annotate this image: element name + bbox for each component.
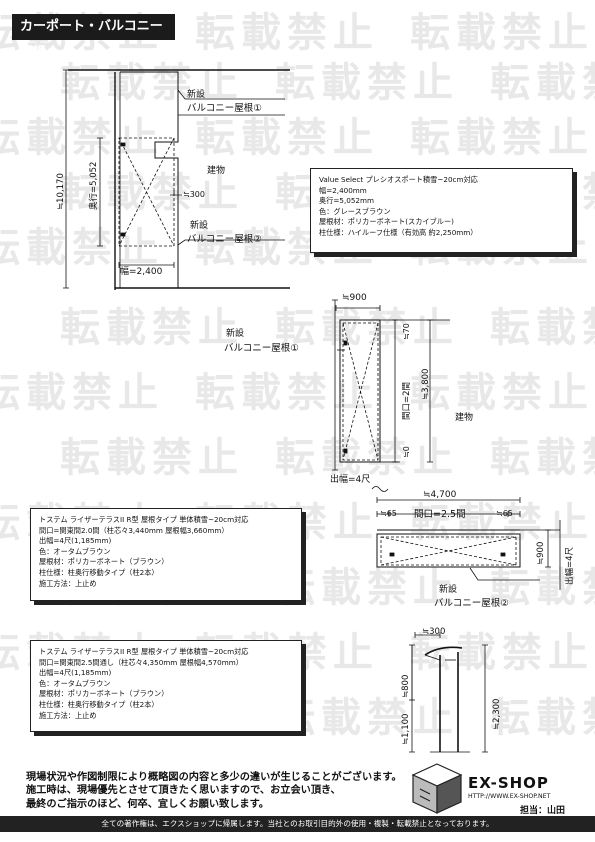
elev2-dim-65-right: ≒65	[496, 509, 513, 518]
svg-text:新設: 新設	[226, 327, 244, 339]
spec-line: 出幅=4尺(1,185mm)	[39, 668, 112, 678]
section-dim-800: ≒800	[401, 675, 411, 698]
elev1-label-roof: 新設 バルコニー屋根①	[224, 327, 299, 354]
plan-dim-width: 幅=2,400	[120, 265, 163, 277]
spec-line: 奥行=5,052mm	[319, 196, 374, 206]
elevation-2-drawing: ≒4,700 ≒65 間口=2.5間 ≒65 ≒900 出幅=4尺 新設 バルコ…	[376, 490, 575, 609]
logo-url: HTTP://WWW.EX-SHOP.NET	[468, 793, 551, 800]
elev1-dim-3800: ≒3,800	[421, 369, 431, 400]
disclaimer-note: 現場状況や作図制限により概略図の内容と多少の違いが生じることがございます。 施工…	[26, 771, 402, 811]
exshop-logo-icon	[411, 763, 463, 814]
plan-dim-depth: 奥行=5,052	[88, 162, 99, 210]
spec-line: 施工方法：上止め	[39, 710, 97, 720]
spec-box-carport: Value Select プレシオスポート積雪~20cm対応 幅=2,400mm…	[310, 168, 573, 253]
elev1-dim-opening: 間口=2間	[402, 382, 412, 420]
plan-drawing: 新設 バルコニー屋根① 建物 ≒300 新設 バルコニー屋根② 幅=2,400 …	[56, 69, 290, 290]
elev1-dim-0: ≒0	[402, 446, 411, 458]
elev2-dim-4700: ≒4,700	[423, 490, 457, 500]
section-drawing: ≒300 ≒800 ≒1,100 ≒2,300	[401, 627, 502, 753]
svg-text:新設: 新設	[190, 219, 208, 231]
copyright-footer: 全ての著作権は、エクスショップに帰属します。当社とのお取引目的外の使用・複製・転…	[0, 816, 595, 832]
note-line: 最終のご指示のほど、何卒、宜しくお願い致します。	[26, 798, 269, 810]
spec-line: 出幅=4尺(1,185mm)	[39, 536, 112, 546]
spec-line: 色：オータムブラウン	[39, 678, 111, 688]
elev2-out-width: 出幅=4尺	[564, 546, 575, 585]
elev1-dim-900: ≒900	[342, 293, 367, 303]
spec-line: 色：グレースブラウン	[319, 206, 391, 216]
section-dim-2300: ≒2,300	[492, 699, 502, 730]
svg-text:バルコニー屋根②: バルコニー屋根②	[187, 233, 262, 245]
svg-text:バルコニー屋根①: バルコニー屋根①	[187, 102, 262, 114]
elev2-dim-900: ≒900	[536, 542, 546, 565]
svg-text:新設: 新設	[187, 88, 205, 100]
spec-line: トステム ライザーテラスII R型 屋根タイプ 単体積雪~20cm対応	[39, 647, 249, 656]
elev2-dim-65-left: ≒65	[380, 509, 397, 518]
spec-line: 柱仕様：柱奥行移動タイプ（柱2本）	[39, 567, 159, 577]
plan-dim-total: ≒10,170	[56, 173, 66, 210]
spec-line: 柱仕様：柱奥行移動タイプ（柱2本）	[39, 699, 159, 709]
svg-text:新設: 新設	[439, 583, 457, 595]
spec-box-balcony-2: トステム ライザーテラスII R型 屋根タイプ 単体積雪~20cm対応 間口=関…	[30, 640, 302, 732]
spec-line: Value Select プレシオスポート積雪~20cm対応	[319, 175, 478, 184]
elevation-1-drawing: ≒900 新設 バルコニー屋根① ≒70 間口=2間 ≒3,800 ≒0 建物 …	[224, 293, 473, 492]
section-dim-1100: ≒1,100	[401, 714, 411, 745]
spec-line: 間口=関東間2.0間（柱芯々3,440mm 屋根幅3,660mm）	[39, 525, 229, 535]
plan-dim-300: ≒300	[183, 190, 205, 199]
note-line: 施工時は、現場優先とさせて頂きたく思いますので、お立会い頂き、	[26, 785, 341, 797]
note-line: 現場状況や作図制限により概略図の内容と多少の違いが生じることがございます。	[26, 772, 402, 783]
spec-box-balcony-1: トステム ライザーテラスII R型 屋根タイプ 単体積雪~20cm対応 間口=関…	[30, 508, 302, 601]
spec-line: トステム ライザーテラスII R型 屋根タイプ 単体積雪~20cm対応	[39, 515, 249, 524]
logo-name: EX-SHOP	[468, 774, 549, 792]
page-title: カーポート・バルコニー屋根	[12, 14, 175, 60]
spec-line: 屋根材：ポリカーボネート（ブラウン）	[39, 689, 169, 699]
spec-line: 幅=2,400mm	[319, 185, 367, 195]
plan-label-roof-1: 新設 バルコニー屋根①	[187, 88, 262, 114]
spec-line: 柱仕様：ハイルーフ仕様（有効高 約2,250mm）	[319, 227, 478, 237]
elev2-label-roof: 新設 バルコニー屋根②	[434, 583, 509, 609]
elev2-dim-opening: 間口=2.5間	[414, 509, 466, 520]
elev1-dim-70: ≒70	[402, 323, 411, 340]
elev1-out-width: 出幅=4尺	[330, 473, 370, 485]
svg-text:バルコニー屋根①: バルコニー屋根①	[224, 342, 299, 354]
spec-line: 施工方法：上止め	[39, 578, 97, 588]
svg-text:バルコニー屋根②: バルコニー屋根②	[434, 597, 509, 609]
spec-line: 色：オータムブラウン	[39, 546, 111, 556]
spec-line: 間口=関東間2.5間通し（柱芯々4,350mm 屋根幅4,570mm）	[39, 657, 243, 667]
elev1-label-building: 建物	[455, 411, 473, 423]
spec-line: 屋根材：ポリカーボネート(スカイブルー)	[319, 217, 454, 227]
plan-label-building: 建物	[207, 164, 225, 176]
plan-label-roof-2: 新設 バルコニー屋根②	[187, 219, 262, 245]
spec-line: 屋根材：ポリカーボネート（ブラウン）	[39, 557, 169, 567]
section-dim-300: ≒300	[422, 627, 445, 637]
staff-label: 担当：山田	[520, 806, 566, 816]
